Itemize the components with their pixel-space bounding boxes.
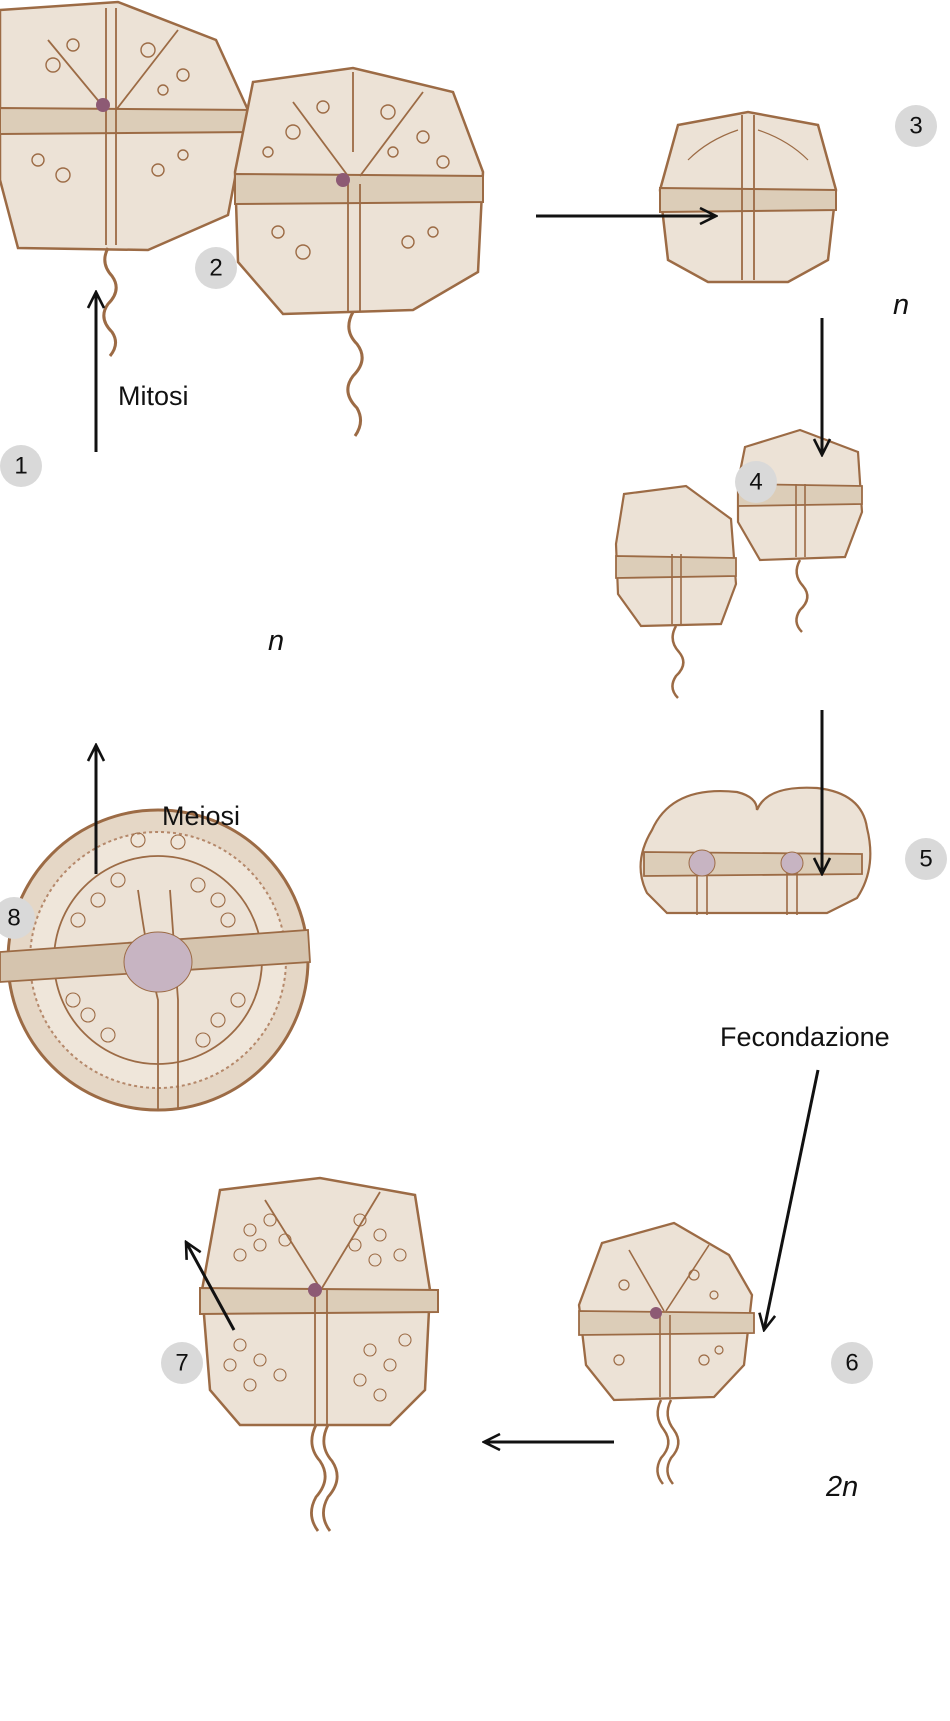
arrow-7-to-8 <box>186 1242 236 1331</box>
cell-stage-7 <box>199 1176 439 1532</box>
svg-text:3: 3 <box>909 113 922 140</box>
stage-badge-2: 2 <box>195 247 237 289</box>
ploidy-label-stage-3: n <box>893 289 909 321</box>
arrow-5-to-6 <box>764 1069 820 1330</box>
mitosis-label: Mitosi <box>118 381 189 411</box>
stage-badge-4: 4 <box>735 461 777 503</box>
cell-stage-2a <box>0 0 259 357</box>
stage-badge-5: 5 <box>905 838 947 880</box>
svg-text:2: 2 <box>209 255 222 282</box>
meiosis-label: Meiosi <box>162 801 240 831</box>
svg-text:6: 6 <box>845 1350 858 1377</box>
cycle-arrows <box>96 216 822 1442</box>
ploidy-label-stage-6: 2n <box>825 1471 858 1503</box>
cell-stage-3 <box>658 110 838 284</box>
svg-text:4: 4 <box>749 469 762 496</box>
svg-text:7: 7 <box>175 1350 188 1377</box>
cell-stage-4 <box>614 428 864 699</box>
svg-text:5: 5 <box>919 846 932 873</box>
svg-text:1: 1 <box>14 453 27 480</box>
cell-stage-2b <box>233 66 485 437</box>
stage-badge-3: 3 <box>895 105 937 147</box>
stage-badge-7: 7 <box>161 1342 203 1384</box>
stage-badge-1: 1 <box>0 445 42 487</box>
stage-badge-6: 6 <box>831 1342 873 1384</box>
ploidy-label-stage-1: n <box>268 625 284 657</box>
cell-stage-6 <box>577 1221 755 1485</box>
cell-stage-8 <box>0 808 311 1112</box>
cell-stage-5 <box>639 786 872 915</box>
stage-badge-8: 8 <box>0 897 35 939</box>
svg-text:8: 8 <box>7 905 20 932</box>
fertilization-label: Fecondazione <box>720 1022 890 1052</box>
